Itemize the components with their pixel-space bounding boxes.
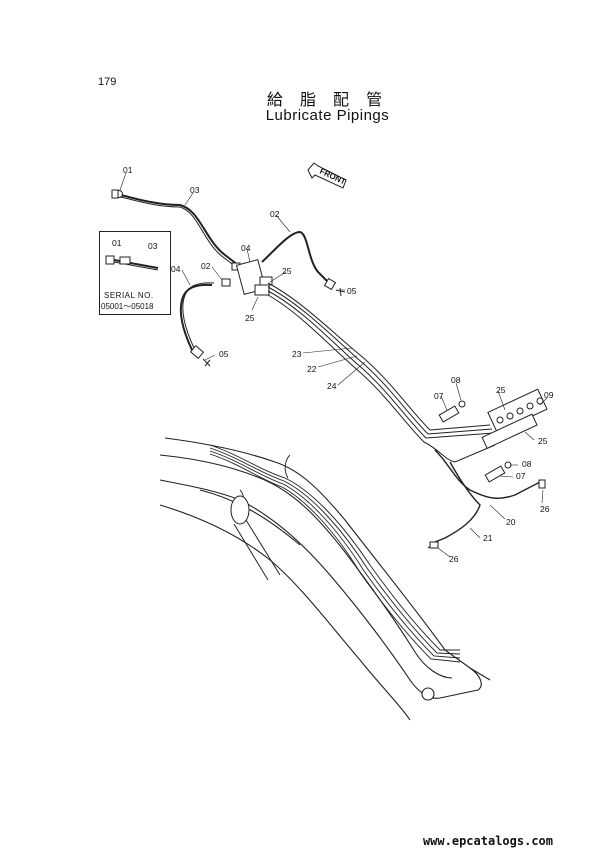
part-label: 02 (270, 209, 280, 219)
fitting-26-left (429, 541, 439, 549)
title-japanese: 給 脂 配 管 (266, 90, 389, 109)
part-label: 25 (496, 385, 506, 395)
leader-lines (119, 172, 548, 558)
part-label: 25 (538, 436, 548, 446)
page-number: 179 (98, 76, 117, 88)
part-label: 24 (327, 381, 337, 391)
serial-range: 05001～05018 (101, 302, 154, 311)
part-label: 04 (241, 243, 251, 253)
part-label: 08 (522, 459, 532, 469)
part-label: 07 (516, 471, 526, 481)
pipe-20 (434, 449, 541, 499)
watermark-url: www.epcatalogs.com (422, 834, 553, 848)
part-label: 04 (171, 264, 181, 274)
clamp-07-upper (438, 405, 460, 423)
inset-part-label: 01 (112, 238, 122, 248)
part-label: 26 (540, 504, 550, 514)
hose-02-upper (261, 230, 329, 283)
distributor-block-09 (481, 388, 548, 449)
title-english: Lubricate Pipings (265, 107, 390, 124)
part-label: 01 (123, 165, 133, 175)
pipe-21 (434, 461, 481, 543)
part-label: 20 (506, 517, 516, 527)
part-label: 05 (347, 286, 357, 296)
serial-label: SERIAL NO. (104, 291, 154, 300)
part-label: 25 (282, 266, 292, 276)
part-label: 09 (544, 390, 554, 400)
clamp-07-lower (484, 465, 506, 483)
part-label: 08 (451, 375, 461, 385)
fitting-04-b (221, 278, 231, 287)
hose-03 (119, 194, 239, 266)
pipe-bundle-22-23-24 (267, 282, 431, 443)
boom-outline (159, 437, 491, 721)
hose-02-left (179, 283, 213, 358)
serial-inset-box (99, 231, 171, 315)
front-arrow (307, 162, 347, 189)
fitting-26-right (538, 479, 546, 489)
part-label: 22 (307, 364, 317, 374)
inset-part-label: 03 (148, 241, 158, 251)
part-label: 25 (245, 313, 255, 323)
part-label: 23 (292, 349, 302, 359)
part-label: 21 (483, 533, 493, 543)
boom-cylinder (230, 495, 281, 581)
part-label: 07 (434, 391, 444, 401)
part-label: 02 (201, 261, 211, 271)
part-label: 05 (219, 349, 229, 359)
boom-pipes (209, 444, 461, 663)
part-label: 26 (449, 554, 459, 564)
inset-drawing (105, 255, 159, 271)
part-label: 03 (190, 185, 200, 195)
